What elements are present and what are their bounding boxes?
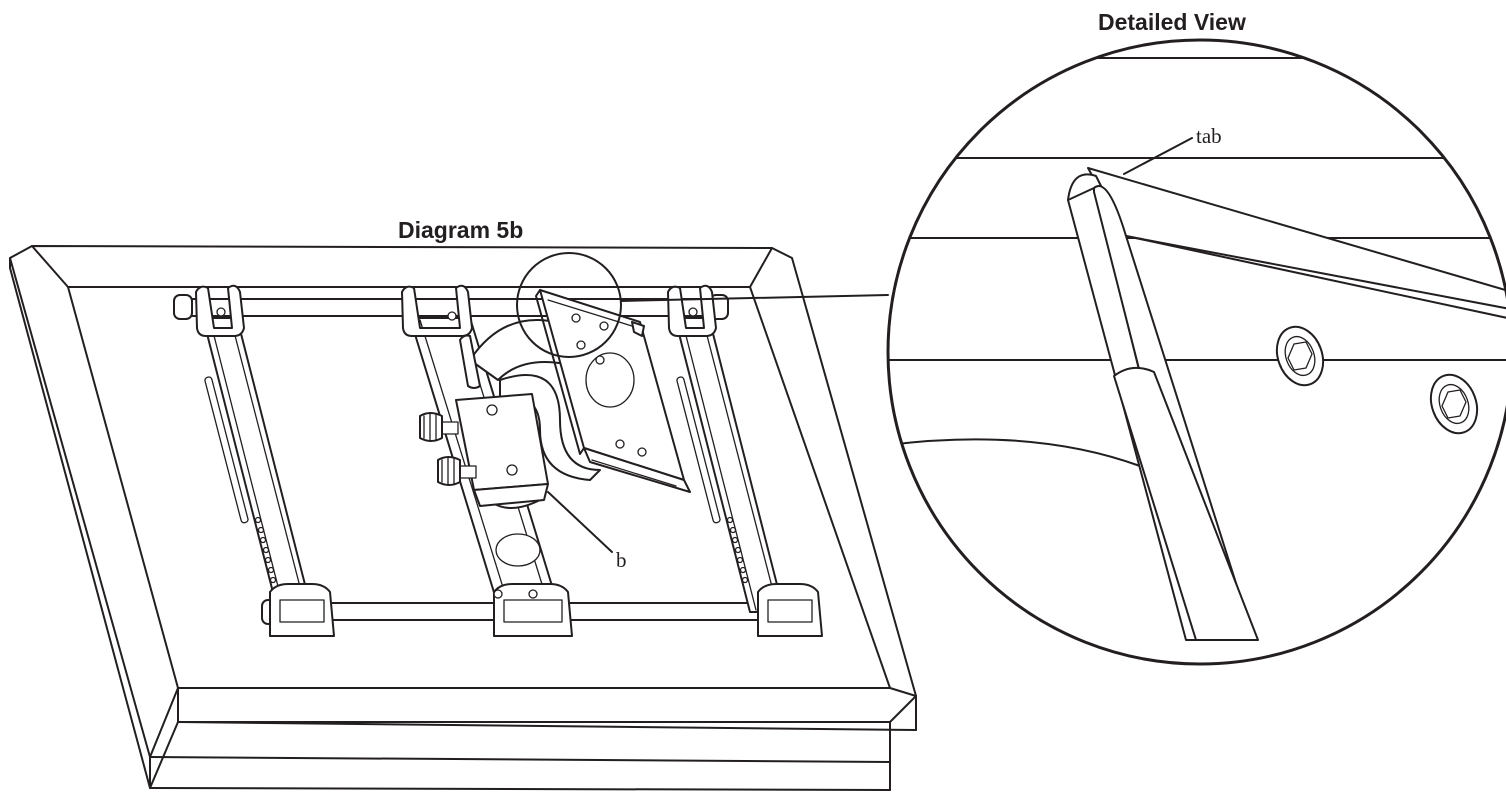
diagram-title: Diagram 5b — [398, 217, 524, 243]
pivot-block — [419, 393, 549, 507]
callout-tab-leader — [1123, 137, 1193, 175]
tilt-knob-lower — [437, 456, 477, 486]
detail-highlight-circle — [516, 252, 622, 358]
tilt-knob-upper — [419, 412, 459, 442]
detail-connector-line — [620, 294, 889, 302]
detail-screw-right — [1429, 373, 1479, 435]
callout-tab-label: tab — [1196, 124, 1222, 148]
mounting-plate — [535, 289, 691, 493]
detail-view-title: Detailed View — [1098, 9, 1246, 35]
left-vertical-bracket — [195, 284, 335, 637]
right-vertical-bracket — [667, 284, 823, 637]
callout-b-leader — [547, 491, 613, 553]
detail-view — [886, 38, 1506, 666]
detail-screw-left — [1275, 325, 1325, 387]
callout-b-label: b — [616, 548, 627, 572]
